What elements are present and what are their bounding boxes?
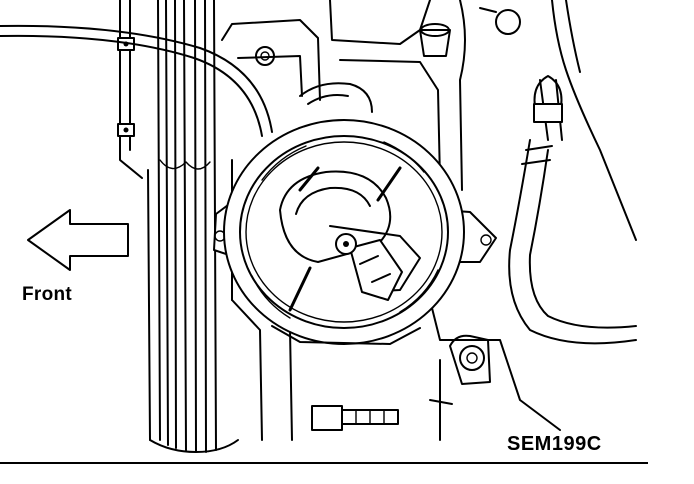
lower-bolt — [311, 405, 399, 431]
caption-rule — [0, 462, 648, 464]
direction-label: Front — [22, 284, 73, 305]
top-bolt — [419, 7, 521, 57]
figure-code-label: SEM199C — [507, 433, 602, 455]
engine-block — [221, 0, 561, 441]
upper-left-bracket — [117, 0, 143, 179]
left-arrow-icon — [27, 209, 129, 271]
rotor — [279, 166, 421, 312]
right-hose — [508, 79, 637, 345]
hose-clip — [533, 0, 637, 241]
upper-hose — [0, 24, 273, 137]
lower-right-bracket — [429, 334, 491, 405]
drive-pulley — [147, 0, 239, 453]
